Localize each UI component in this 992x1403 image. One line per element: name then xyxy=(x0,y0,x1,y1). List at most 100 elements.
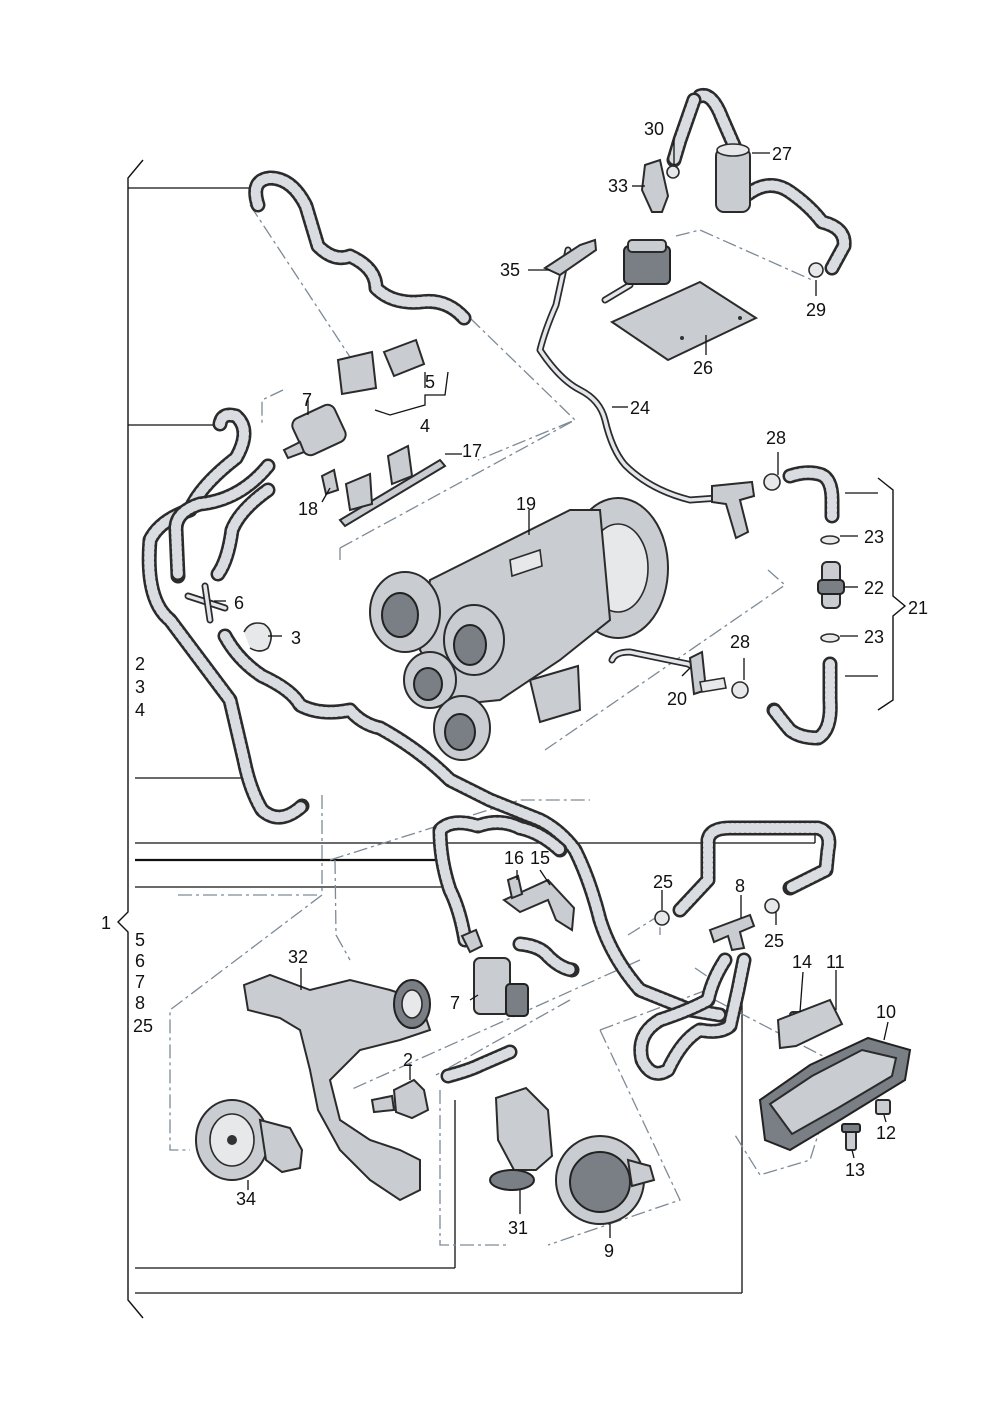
part-12-nut xyxy=(875,1099,891,1115)
label-24: 24 xyxy=(630,398,650,418)
hose-27-lower xyxy=(740,178,852,276)
part-11-bracket xyxy=(776,998,844,1050)
label-34: 34 xyxy=(236,1189,256,1209)
label-21: 21 xyxy=(908,598,928,618)
label-23-lower: 23 xyxy=(864,627,884,647)
hose-mid-loop xyxy=(432,815,580,978)
label-14: 14 xyxy=(792,952,812,972)
label-16: 16 xyxy=(504,848,524,868)
label-group-6: 6 xyxy=(135,951,145,971)
left-group-bracket xyxy=(117,159,816,1319)
hose-lower-long xyxy=(217,628,728,1023)
right-group-bracket xyxy=(877,477,907,711)
label-11: 11 xyxy=(826,952,845,972)
part-32-coolant-pipe xyxy=(242,973,432,1202)
part-20-bracket xyxy=(688,650,727,696)
label-group-5: 5 xyxy=(135,930,145,950)
part-30-clamp xyxy=(666,165,680,179)
hose-2-right xyxy=(440,1044,518,1084)
label-19: 19 xyxy=(516,494,536,514)
label-32: 32 xyxy=(288,947,308,967)
label-33: 33 xyxy=(608,176,628,196)
part-19-turbocharger xyxy=(369,497,669,761)
label-8: 8 xyxy=(735,876,745,896)
label-group-7: 7 xyxy=(135,972,145,992)
label-27: 27 xyxy=(772,144,792,164)
label-18: 18 xyxy=(298,499,318,519)
part-26-heat-shield xyxy=(609,280,759,362)
part-31-vacuum-pump xyxy=(489,1086,554,1191)
label-10: 10 xyxy=(876,1002,896,1022)
hose-upper-left xyxy=(248,170,472,326)
part-22-check-valve xyxy=(817,561,845,609)
label-9: 9 xyxy=(604,1241,614,1261)
part-29-clamp xyxy=(808,262,824,278)
pipe-24 xyxy=(536,246,722,504)
part-34-water-pump xyxy=(195,1099,304,1181)
label-5: 5 xyxy=(425,372,435,392)
label-group-4: 4 xyxy=(135,700,145,720)
label-25-right: 25 xyxy=(764,931,784,951)
assembly-lines xyxy=(169,204,841,1246)
pipe-20 xyxy=(608,648,704,674)
part-2-valve xyxy=(370,1078,430,1120)
part-16-bolt xyxy=(506,874,524,900)
hose-right-loop xyxy=(633,820,837,1081)
part-27-filter xyxy=(715,143,751,213)
label-20: 20 xyxy=(667,689,687,709)
part-3-clamp xyxy=(243,622,272,652)
label-2: 2 xyxy=(403,1050,413,1070)
label-12: 12 xyxy=(876,1123,896,1143)
label-25-left: 25 xyxy=(653,872,673,892)
hose-left-loop xyxy=(141,407,310,825)
part-9-vacuum-pump xyxy=(555,1135,656,1225)
label-28-upper: 28 xyxy=(766,428,786,448)
part-solenoid-valve-26 xyxy=(623,239,671,285)
leader-lines xyxy=(214,140,889,1238)
part-25-clamp-left xyxy=(654,910,670,926)
label-31: 31 xyxy=(508,1218,528,1238)
label-7-upper: 7 xyxy=(302,390,312,410)
part-8-t-piece xyxy=(708,913,756,952)
part-28-clamp-lower xyxy=(731,681,749,699)
label-group-25: 25 xyxy=(133,1016,153,1036)
hose-21-lower xyxy=(766,656,838,746)
part-23-seal-upper xyxy=(820,535,840,545)
label-30: 30 xyxy=(644,119,664,139)
label-22: 22 xyxy=(864,578,884,598)
part-28-clamp-upper xyxy=(763,473,781,491)
label-group-2: 2 xyxy=(135,654,145,674)
part-35-sensor xyxy=(542,238,598,277)
part-25-clamp-right xyxy=(764,898,780,914)
label-17: 17 xyxy=(462,441,482,461)
part-13-bolt xyxy=(841,1123,861,1151)
label-1: 1 xyxy=(101,913,111,933)
part-7-solenoid-lower xyxy=(460,928,529,1017)
label-7-lower: 7 xyxy=(450,993,460,1013)
part-17-bracket xyxy=(338,444,447,528)
label-23-upper: 23 xyxy=(864,527,884,547)
part-5-valve xyxy=(336,338,426,396)
part-7-solenoid-upper xyxy=(282,403,347,460)
label-group-3: 3 xyxy=(135,677,145,697)
part-33-valve xyxy=(640,158,670,213)
label-15: 15 xyxy=(530,848,550,868)
part-10-cover xyxy=(758,1036,912,1152)
part-24-t-piece xyxy=(711,480,756,540)
pipe-6 xyxy=(184,582,229,624)
label-13: 13 xyxy=(845,1160,865,1180)
label-26: 26 xyxy=(693,358,713,378)
label-35: 35 xyxy=(500,260,520,280)
label-6: 6 xyxy=(234,593,244,613)
part-23-seal-lower xyxy=(820,633,840,643)
label-28-lower: 28 xyxy=(730,632,750,652)
label-4: 4 xyxy=(420,416,430,436)
label-29: 29 xyxy=(806,300,826,320)
hose-27-upper xyxy=(666,88,744,168)
part-labels: 1 2 3 4 5 6 7 8 25 2 3 4 5 6 7 7 8 9 10 … xyxy=(101,119,928,1261)
label-group-8: 8 xyxy=(135,993,145,1013)
hose-21-upper xyxy=(782,465,840,524)
label-3: 3 xyxy=(291,628,301,648)
part-18-bolt xyxy=(320,468,340,496)
